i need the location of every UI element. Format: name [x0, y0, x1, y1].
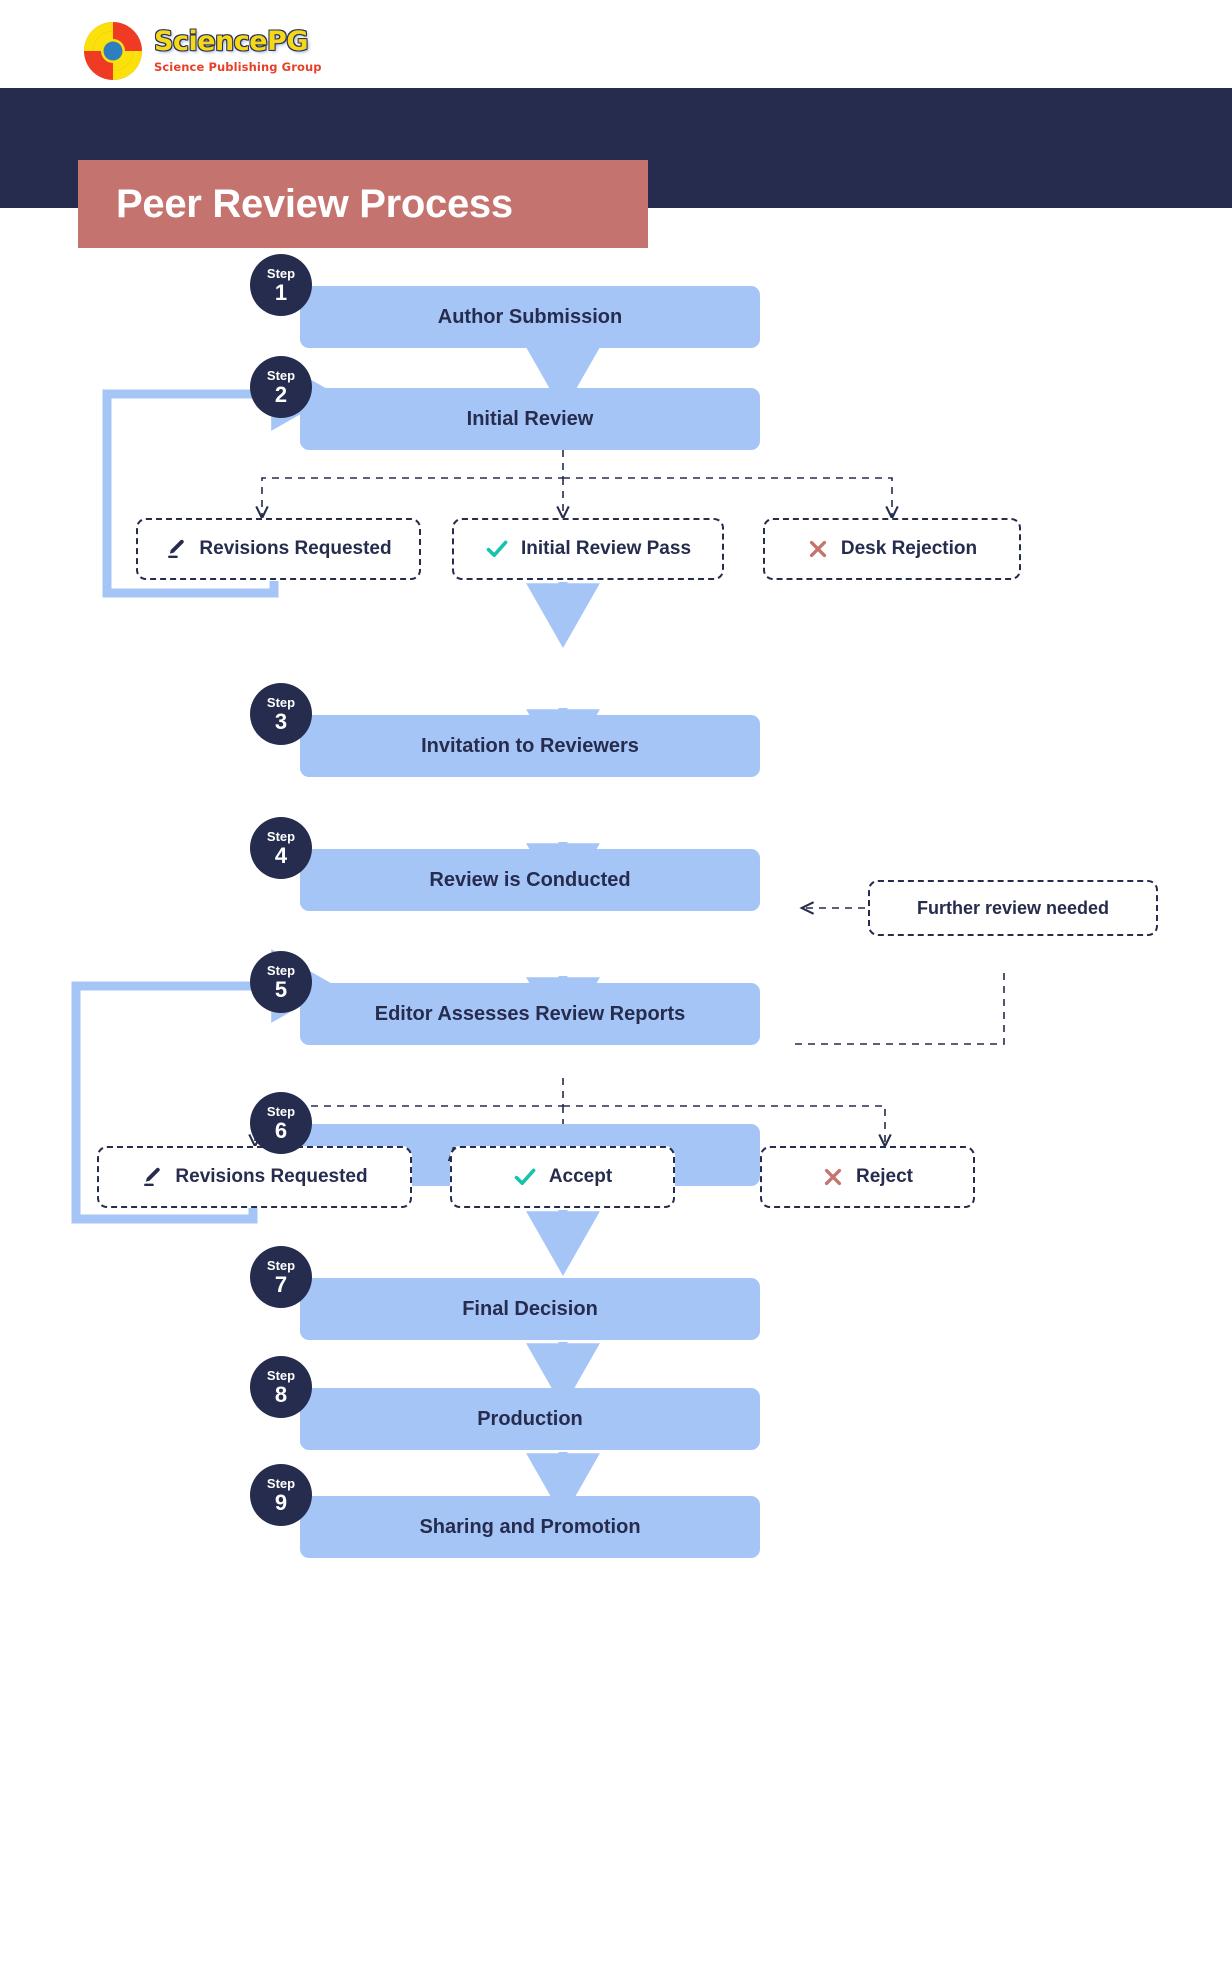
step-title: Author Submission [437, 305, 623, 328]
decision-revisions-requested-2[interactable]: Revisions Requested [97, 1146, 412, 1208]
step-box-invitation-to-reviewers[interactable]: Invitation to Reviewers [300, 715, 760, 777]
cross-icon [807, 538, 829, 560]
step-badge-6: Step 6 [250, 1092, 312, 1154]
step-badge-number: 2 [274, 381, 288, 407]
step-row-7: Step 7 Final Decision [250, 1246, 760, 1340]
step-box-production[interactable]: Production [300, 1388, 760, 1450]
decision-label: Initial Review Pass [520, 538, 692, 559]
step-title: Review is Conducted [429, 868, 631, 891]
step-badge-label: Step [266, 694, 296, 710]
step-box-author-submission[interactable]: Author Submission [300, 286, 760, 348]
step-box-initial-review[interactable]: Initial Review [300, 388, 760, 450]
page-title: Peer Review Process [116, 181, 513, 226]
note-further-review-needed[interactable]: Further review needed [868, 880, 1158, 936]
step-title: Invitation to Reviewers [421, 734, 639, 757]
step-badge-2: Step 2 [250, 356, 312, 418]
decision-reject[interactable]: Reject [760, 1146, 975, 1208]
cross-icon [822, 1166, 844, 1188]
step-badge-1: Step 1 [250, 254, 312, 316]
step-badge-number: 1 [274, 279, 288, 305]
step-badge-number: 9 [274, 1489, 288, 1515]
step-badge-number: 7 [274, 1271, 288, 1297]
check-icon [513, 1165, 537, 1189]
decision-label: Desk Rejection [840, 538, 978, 559]
decision-label: Revisions Requested [175, 1166, 368, 1187]
step-badge-number: 8 [274, 1381, 288, 1407]
step-box-editor-assesses-review-reports[interactable]: Editor Assesses Review Reports [300, 983, 760, 1045]
flowchart-canvas: Step 1 Author Submission Step 2 Initial … [0, 208, 1232, 1986]
pencil-icon [141, 1166, 163, 1188]
step-title: Editor Assesses Review Reports [374, 1002, 686, 1025]
decision-desk-rejection[interactable]: Desk Rejection [763, 518, 1021, 580]
sciencepg-target-logo-icon [82, 20, 144, 82]
step-badge-label: Step [266, 828, 296, 844]
decision-label: Reject [855, 1166, 914, 1187]
step-badge-number: 4 [274, 842, 288, 868]
step-badge-label: Step [266, 1367, 296, 1383]
pencil-icon [165, 538, 187, 560]
step-row-1: Step 1 Author Submission [250, 254, 760, 348]
step-badge-number: 3 [274, 708, 288, 734]
step-badge-label: Step [266, 1257, 296, 1273]
step-badge-3: Step 3 [250, 683, 312, 745]
step-row-3: Step 3 Invitation to Reviewers [250, 683, 760, 777]
decision-label: Accept [548, 1166, 613, 1187]
step-badge-number: 5 [274, 976, 288, 1002]
step-title: Production [477, 1407, 583, 1430]
step-box-sharing-and-promotion[interactable]: Sharing and Promotion [300, 1496, 760, 1558]
step-title: Sharing and Promotion [419, 1515, 641, 1538]
step-badge-7: Step 7 [250, 1246, 312, 1308]
check-icon [485, 537, 509, 561]
step-badge-8: Step 8 [250, 1356, 312, 1418]
step-title: Final Decision [462, 1297, 598, 1320]
step-row-4: Step 4 Review is Conducted [250, 817, 760, 911]
step-badge-number: 6 [274, 1117, 288, 1143]
step-badge-5: Step 5 [250, 951, 312, 1013]
step-badge-label: Step [266, 962, 296, 978]
decision-initial-review-pass[interactable]: Initial Review Pass [452, 518, 724, 580]
step-badge-label: Step [266, 1103, 296, 1119]
brand-tagline: Science Publishing Group [154, 60, 322, 75]
brand-logo[interactable]: SciencePG Science Publishing Group [82, 20, 322, 82]
note-label: Further review needed [916, 897, 1110, 918]
step-row-2: Step 2 Initial Review [250, 356, 760, 450]
decision-label: Revisions Requested [199, 538, 392, 559]
decision-revisions-requested-1[interactable]: Revisions Requested [136, 518, 421, 580]
step-box-final-decision[interactable]: Final Decision [300, 1278, 760, 1340]
step-row-8: Step 8 Production [250, 1356, 760, 1450]
step-title: Initial Review [466, 407, 594, 430]
brand-name: SciencePG [154, 26, 309, 58]
page-title-banner: Peer Review Process [78, 160, 648, 248]
step-row-9: Step 9 Sharing and Promotion [250, 1464, 760, 1558]
step-badge-label: Step [266, 265, 296, 281]
step-badge-9: Step 9 [250, 1464, 312, 1526]
step-box-review-is-conducted[interactable]: Review is Conducted [300, 849, 760, 911]
connector-layer [71, 347, 1005, 1518]
step-badge-label: Step [266, 1475, 296, 1491]
decision-accept[interactable]: Accept [450, 1146, 675, 1208]
step-badge-4: Step 4 [250, 817, 312, 879]
step-badge-label: Step [266, 367, 296, 383]
step-row-5: Step 5 Editor Assesses Review Reports [250, 951, 760, 1045]
